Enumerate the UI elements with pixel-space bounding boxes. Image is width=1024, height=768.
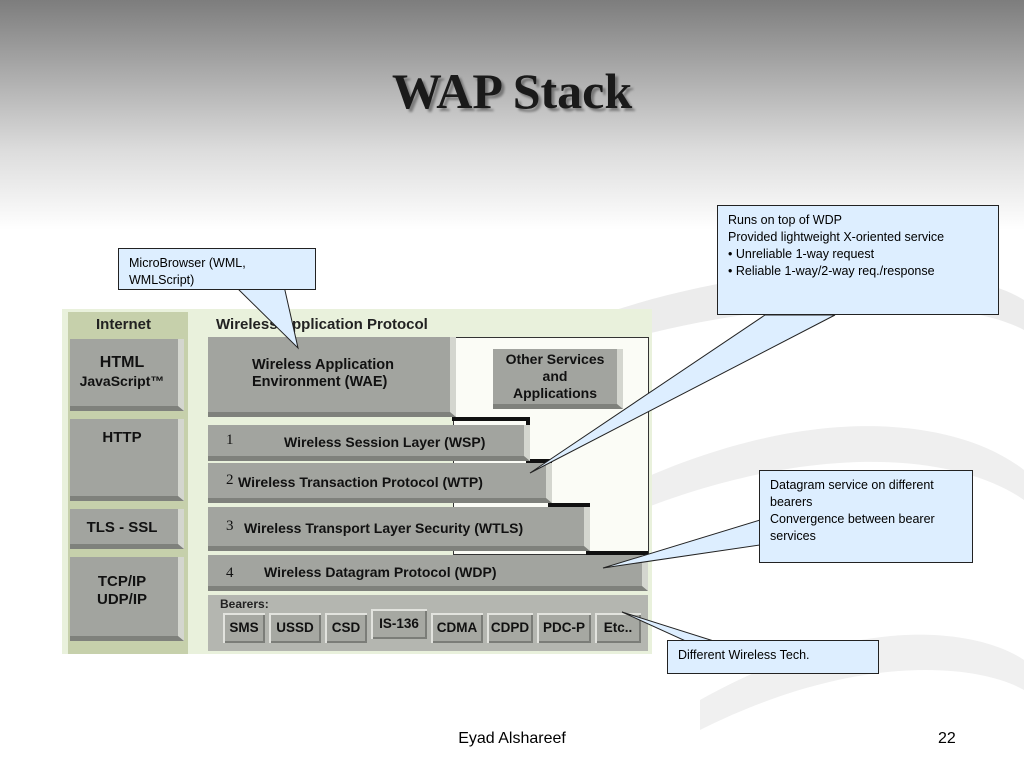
wae-line2: Environment (WAE) [252, 374, 388, 390]
layer-number: 4 [226, 565, 234, 581]
internet-tls-box: TLS - SSL [70, 509, 184, 549]
tls-ssl-label: TLS - SSL [86, 519, 158, 536]
other-line1: Other Services [505, 351, 605, 367]
wdp-runs-callout: Runs on top of WDP Provided lightweight … [717, 205, 999, 315]
internet-header: Internet [96, 316, 152, 333]
bearer-is136: IS-136 [371, 609, 427, 639]
footer-author: Eyad Alshareef [458, 730, 566, 747]
wap-header: Wireless Application Protocol [216, 316, 428, 333]
bearer-etc: Etc.. [595, 613, 641, 643]
other-line3: Applications [512, 385, 597, 401]
layer-name: Wireless Transport Layer Security (WTLS) [244, 520, 524, 536]
callout-line: Convergence between bearer [770, 512, 935, 526]
layer-name: Wireless Session Layer (WSP) [284, 434, 486, 450]
layer-name: Wireless Datagram Protocol (WDP) [264, 564, 497, 580]
wdp-layer: 4 Wireless Datagram Protocol (WDP) [208, 555, 648, 591]
microbrowser-callout: MicroBrowser (WML, WMLScript) [118, 248, 316, 290]
other-services-box: Other Services and Applications [493, 349, 623, 409]
bearer-csd: CSD [325, 613, 367, 643]
callout-line: Provided lightweight X-oriented service [728, 230, 945, 244]
javascript-label: JavaScript™ [79, 373, 165, 389]
http-label: HTTP [102, 429, 142, 446]
layer-number: 2 [226, 472, 234, 488]
slide-title: WAP Stack [391, 63, 633, 119]
wtp-layer: 2 Wireless Transaction Protocol (WTP) [208, 463, 552, 503]
wsp-layer: 1 Wireless Session Layer (WSP) [208, 425, 530, 461]
wireless-tech-callout: Different Wireless Tech. [667, 640, 879, 674]
page-number: 22 [938, 730, 956, 747]
udpip-label: UDP/IP [96, 591, 147, 608]
callout-line: MicroBrowser (WML, [129, 256, 246, 270]
callout-line: services [770, 529, 816, 543]
layer-number: 1 [226, 432, 234, 448]
wae-line1: Wireless Application [252, 357, 394, 373]
bearer-cdma: CDMA [431, 613, 483, 643]
bearer-ussd: USSD [269, 613, 321, 643]
internet-http-box: HTTP [70, 419, 184, 501]
callout-line: • Unreliable 1-way request [728, 247, 875, 261]
callout-line: Runs on top of WDP [728, 213, 842, 227]
other-line2: and [542, 368, 568, 384]
datagram-callout: Datagram service on different bearers Co… [759, 470, 973, 563]
callout-line: WMLScript) [129, 273, 195, 287]
bearer-sms: SMS [223, 613, 265, 643]
bearers-label: Bearers: [220, 597, 269, 611]
bearer-cdpd: CDPD [487, 613, 533, 643]
callout-line: • Reliable 1-way/2-way req./response [728, 264, 935, 278]
html-label: HTML [99, 354, 145, 371]
callout-line: bearers [770, 495, 813, 509]
layer-name: Wireless Transaction Protocol (WTP) [238, 474, 483, 490]
internet-html-box: HTML JavaScript™ [70, 339, 184, 411]
layer-number: 3 [226, 518, 234, 534]
tcpip-label: TCP/IP [97, 573, 147, 590]
internet-tcpip-box: TCP/IP UDP/IP [70, 557, 184, 641]
callout-line: Different Wireless Tech. [678, 648, 810, 662]
bearer-pdcp: PDC-P [537, 613, 591, 643]
wtls-layer: 3 Wireless Transport Layer Security (WTL… [208, 507, 590, 551]
wae-box: Wireless Application Environment (WAE) [208, 337, 456, 417]
callout-line: Datagram service on different [770, 478, 934, 492]
